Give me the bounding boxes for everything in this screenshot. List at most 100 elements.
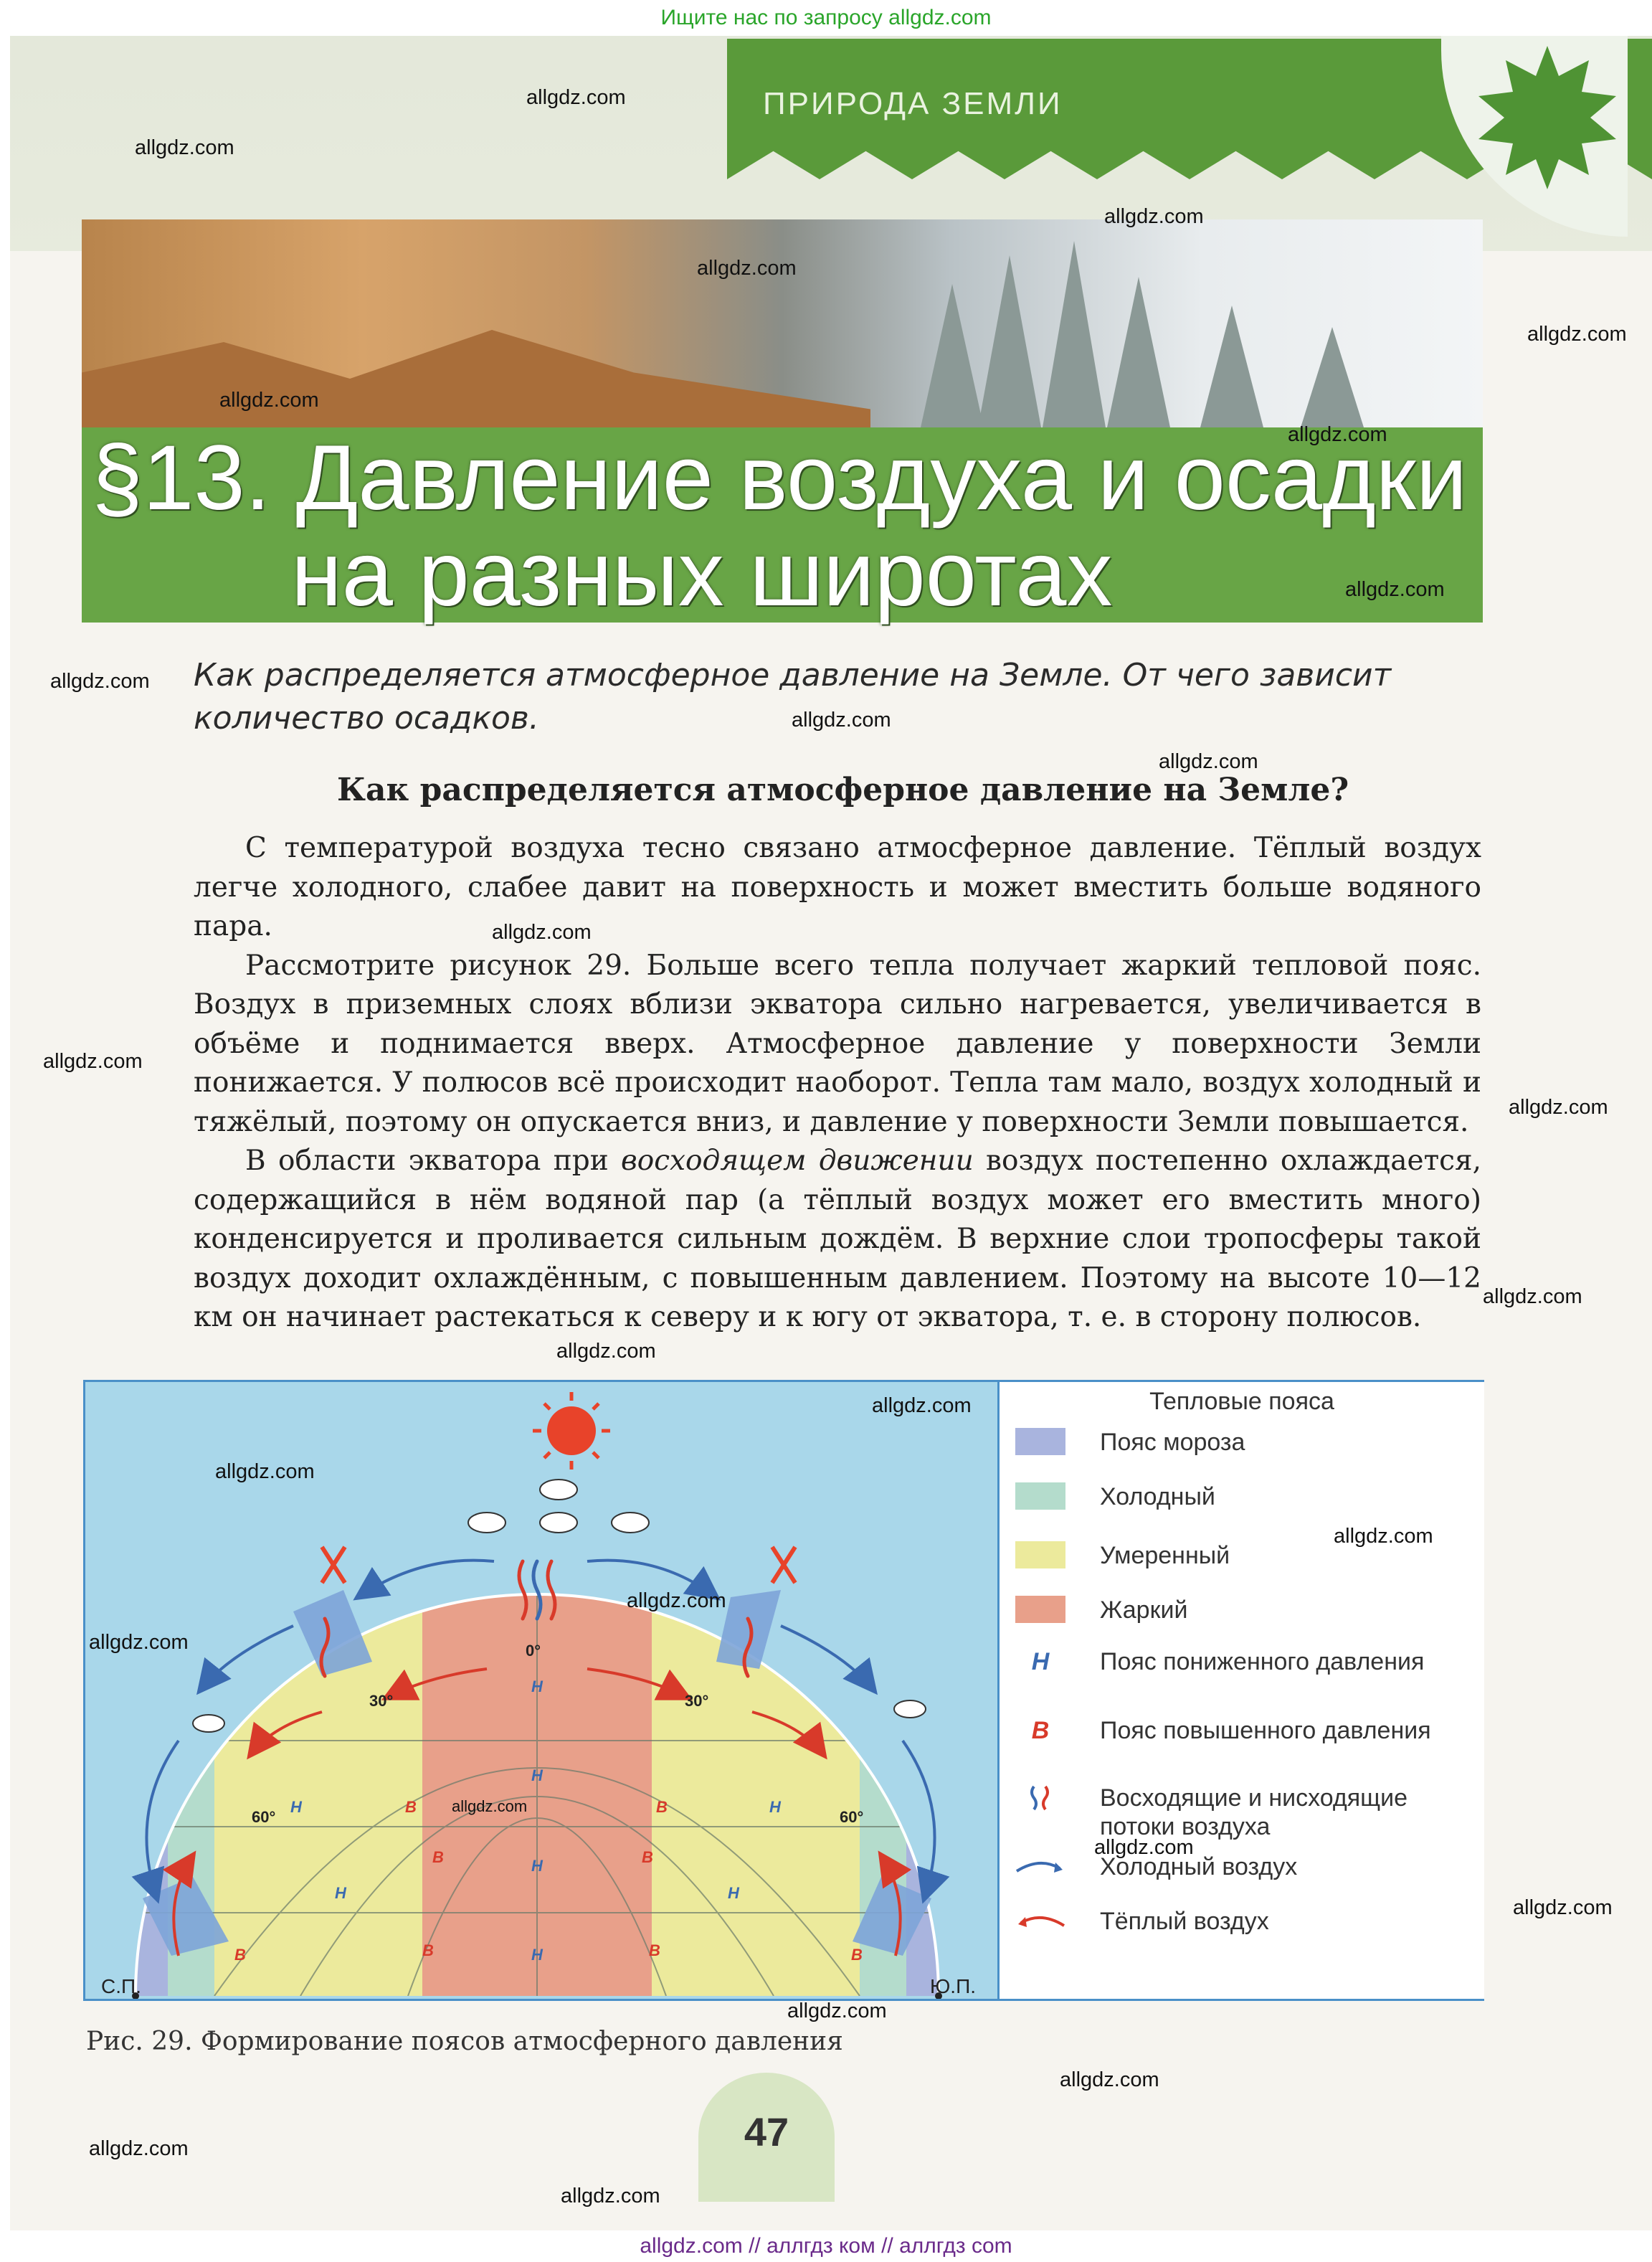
page-number: 47 — [744, 2109, 789, 2154]
section-label: ПРИРОДА ЗЕМЛИ — [763, 86, 1063, 121]
watermark: allgdz.com — [1509, 1096, 1608, 1119]
watermark: allgdz.com — [43, 1050, 143, 1073]
high-pressure-icon: В — [1031, 1717, 1050, 1744]
cold-swatch — [1015, 1482, 1065, 1510]
paragraph: С температурой воздуха тесно связано атм… — [194, 832, 1481, 942]
title-background — [82, 427, 1483, 623]
snow-tree — [1043, 241, 1106, 427]
subheading: Как распределяется атмосферное давление … — [337, 772, 1349, 808]
watermark: allgdz.com — [452, 1797, 528, 1815]
title-line-1: §13. Давление воздуха и осадки — [92, 427, 1468, 529]
latitude-labels: 0° 30° 30° 60° 60° — [252, 1642, 863, 1826]
watermark: allgdz.com — [135, 136, 234, 159]
watermark: allgdz.com — [1288, 423, 1387, 446]
cold-air-arrow-icon — [1015, 1861, 1063, 1873]
high-pressure-marker: В — [405, 1798, 417, 1816]
watermark: allgdz.com — [219, 389, 319, 412]
watermark: allgdz.com — [89, 1631, 189, 1654]
watermark: allgdz.com — [1334, 1525, 1433, 1548]
watermark: allgdz.com — [1104, 205, 1204, 228]
hot-swatch — [1015, 1596, 1065, 1623]
watermark: allgdz.com — [627, 1589, 726, 1612]
cold-air-arrows — [131, 1558, 950, 1904]
paragraph-start: В области экватора при — [245, 1145, 622, 1177]
body-text: С температурой воздуха тесно связано атм… — [194, 829, 1481, 1338]
high-pressure-marker: В — [642, 1848, 653, 1866]
watermark: allgdz.com — [215, 1460, 315, 1483]
watermark: allgdz.com — [89, 2137, 189, 2160]
watermark: allgdz.com — [1060, 2068, 1159, 2091]
watermark: allgdz.com — [526, 86, 626, 109]
header-photo — [82, 219, 1483, 427]
no-rain-icon — [320, 1546, 797, 1584]
low-pressure-icon: Н — [1031, 1648, 1050, 1675]
figure-29: Н Н Н Н Н Н Н Н В В В В В В В В 0° 30° 3… — [83, 1380, 1484, 2001]
paragraph-rest: воздух постепенно охлаждается, содержащи… — [194, 1145, 1481, 1333]
vertical-flows — [319, 1559, 754, 1678]
high-pressure-marker: В — [422, 1941, 434, 1959]
watermark: allgdz.com — [872, 1394, 972, 1417]
vertical-flow-icon — [1030, 1785, 1049, 1811]
star-emblem-icon — [1478, 46, 1616, 189]
warm-air-arrows — [162, 1667, 912, 1956]
snow-tree — [1301, 327, 1364, 427]
high-pressure-marker: В — [234, 1946, 246, 1964]
watermark: allgdz.com — [1527, 323, 1627, 346]
watermark: allgdz.com — [1094, 1836, 1194, 1859]
snow-tree — [1200, 306, 1263, 427]
high-pressure-marker: В — [432, 1848, 444, 1866]
warm-air-arrow-icon — [1018, 1916, 1065, 1927]
sun-icon — [547, 1406, 596, 1455]
snow-tree — [921, 284, 984, 427]
watermark: allgdz.com — [556, 1340, 656, 1363]
italic-term: восходящем движении — [621, 1145, 974, 1177]
low-pressure-marker: Н — [728, 1884, 740, 1902]
watermark: allgdz.com — [1513, 1896, 1613, 1919]
watermark: allgdz.com — [1345, 578, 1445, 601]
sun-rays — [533, 1392, 610, 1470]
south-pole-label: Ю.П. — [930, 1975, 976, 1997]
high-pressure-marker: В — [851, 1946, 863, 1964]
low-pressure-marker: Н — [531, 1677, 543, 1695]
latitude-60-label: 60° — [840, 1808, 863, 1826]
latitude-0-label: 0° — [526, 1642, 541, 1660]
low-pressure-marker: Н — [335, 1884, 347, 1902]
desert-dune — [82, 330, 870, 427]
latitude-60-label: 60° — [252, 1808, 275, 1826]
paragraph: В области экватора при восходящем движен… — [194, 1142, 1481, 1338]
title-line-2: на разных широтах — [291, 523, 1113, 625]
watermark: allgdz.com — [1159, 750, 1258, 773]
watermark: allgdz.com — [561, 2185, 660, 2207]
low-pressure-marker: Н — [290, 1798, 303, 1816]
frost-swatch — [1015, 1428, 1065, 1455]
low-pressure-marker: Н — [531, 1857, 543, 1875]
latitude-30-label: 30° — [685, 1692, 708, 1710]
pressure-markers: Н Н Н Н Н Н Н Н В В В В В В В В — [234, 1677, 863, 1964]
paragraph: Рассмотрите рисунок 29. Больше всего теп… — [194, 949, 1481, 1138]
lesson-question: Как распределяется атмосферное давление … — [194, 657, 1392, 737]
rain-cloud-icon — [192, 1479, 926, 1733]
watermark: allgdz.com — [50, 670, 150, 693]
high-pressure-marker: В — [649, 1941, 660, 1959]
top-banner[interactable]: Ищите нас по запросу allgdz.com — [660, 6, 992, 29]
latitude-30-label: 30° — [369, 1692, 393, 1710]
snow-tree — [978, 255, 1041, 427]
low-pressure-marker: Н — [769, 1798, 782, 1816]
watermark: allgdz.com — [787, 2000, 887, 2022]
watermark: allgdz.com — [492, 921, 592, 944]
figure-caption: Рис. 29. Формирование поясов атмосферног… — [86, 2027, 843, 2056]
page-title: §13. Давление воздуха и осадки на разных… — [92, 430, 1476, 623]
watermark: allgdz.com — [792, 709, 891, 732]
bottom-banner[interactable]: allgdz.com // аллгдз ком // аллгдз com — [0, 2230, 1652, 2262]
page-number-tab — [698, 2073, 835, 2202]
legend-title: Тепловые пояса — [1149, 1388, 1334, 1415]
snow-tree — [1107, 277, 1170, 427]
pressure-belts-diagram: Н Н Н Н Н Н Н Н В В В В В В В В 0° 30° 3… — [101, 1392, 976, 2000]
legend: Тепловые пояса Пояс мороза Холодный Умер… — [997, 1382, 1484, 1999]
high-pressure-marker: В — [656, 1798, 668, 1816]
temperate-swatch — [1015, 1541, 1065, 1568]
low-pressure-marker: Н — [531, 1766, 543, 1784]
north-pole-label: С.П. — [101, 1975, 141, 1997]
watermark: allgdz.com — [1483, 1285, 1582, 1308]
watermark: allgdz.com — [697, 257, 797, 280]
